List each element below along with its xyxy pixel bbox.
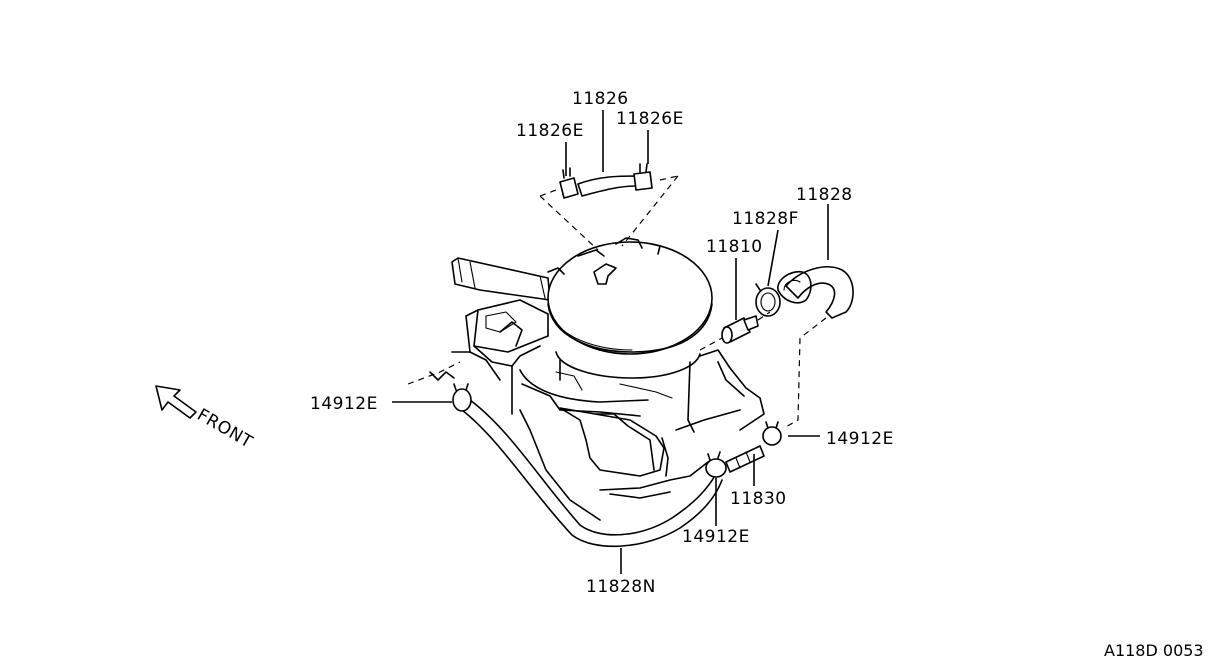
label-connector: 11830 <box>730 489 787 509</box>
front-arrow-icon <box>155 385 197 419</box>
label-clamp-left: 14912E <box>310 394 378 414</box>
connector-icon <box>725 445 765 473</box>
clamp-lower-mid-icon <box>705 451 727 478</box>
label-hose-right: 11828 <box>796 185 853 205</box>
right-hose-assembly <box>699 266 854 429</box>
clamp-right-icon <box>755 283 781 317</box>
lower-hose-assembly <box>452 383 782 548</box>
label-clamp-top-left: 11826E <box>516 121 584 141</box>
leader-lines <box>392 110 829 574</box>
label-hose-bottom: 11828N <box>586 577 656 597</box>
label-valve: 11810 <box>706 237 763 257</box>
label-clamp-top-right: 11826E <box>616 109 684 129</box>
top-hose-assembly <box>539 163 679 251</box>
label-clamp-lower-right: 14912E <box>826 429 894 449</box>
pcv-valve-icon <box>699 311 771 351</box>
clamp-left-icon <box>452 383 472 412</box>
label-clamp-right: 11828F <box>732 209 799 229</box>
label-hose-top: 11826 <box>572 89 629 109</box>
clamp-top-right-icon <box>633 163 653 191</box>
front-label: FRONT <box>194 405 257 453</box>
label-clamp-lower-mid: 14912E <box>682 527 750 547</box>
engine-assembly <box>407 237 765 521</box>
clamp-lower-right-icon <box>762 421 782 446</box>
clamp-top-left-icon <box>559 167 579 199</box>
diagram-reference-code: A118D 0053 <box>1104 641 1204 660</box>
